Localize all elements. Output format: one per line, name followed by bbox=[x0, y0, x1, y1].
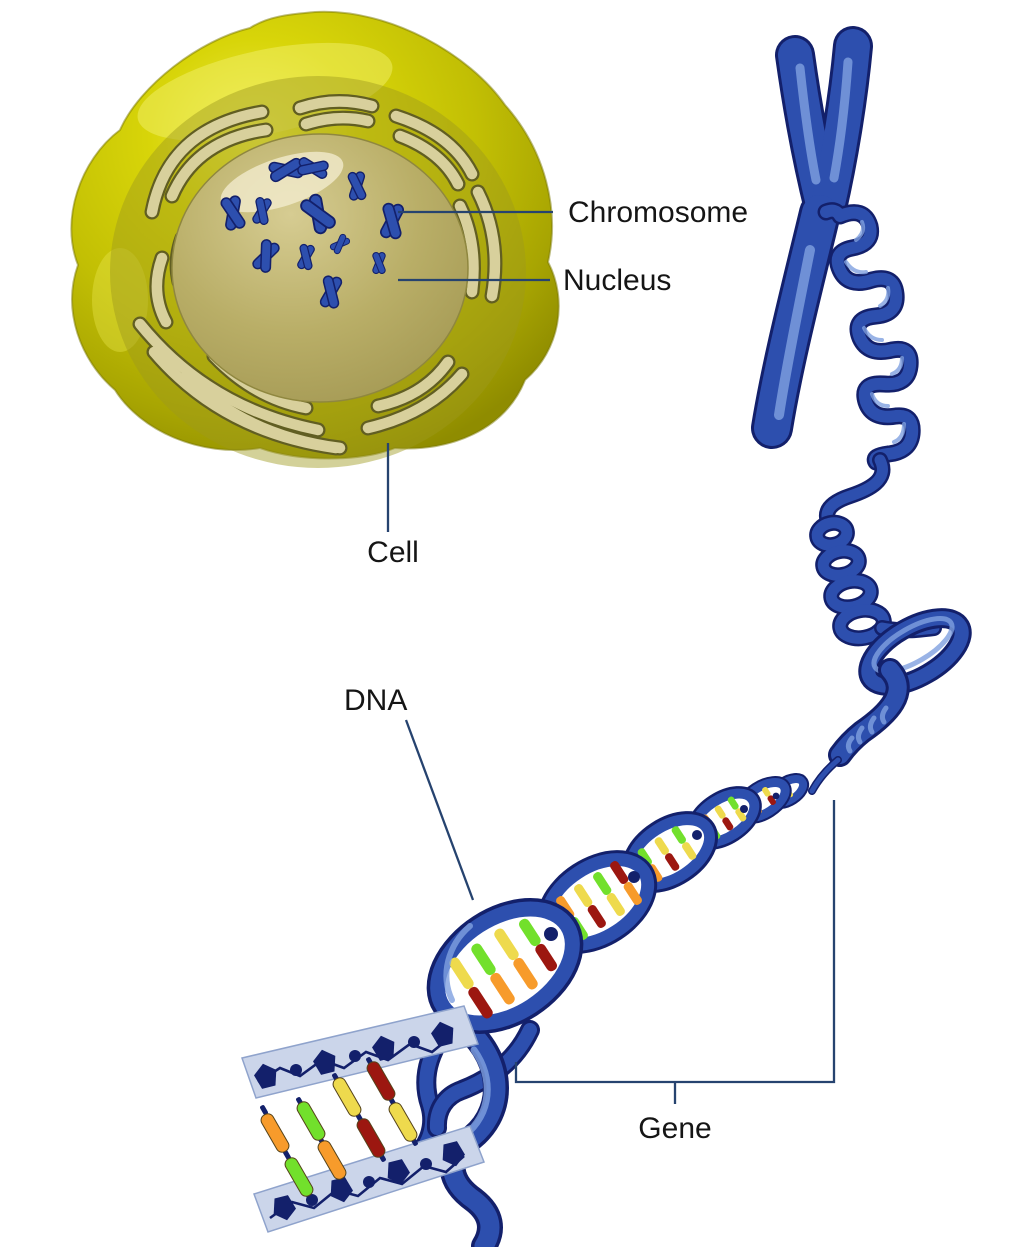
sugar-pentagons bbox=[251, 1018, 468, 1224]
chromatin-fiber-coil bbox=[809, 452, 972, 696]
dna-ladder-closeup bbox=[241, 1005, 485, 1233]
dna-leader-line bbox=[404, 719, 475, 901]
cell-illustration bbox=[70, 10, 560, 468]
chromatin-tangle bbox=[817, 202, 921, 471]
helix-turns bbox=[426, 773, 810, 1034]
large-chromosome bbox=[751, 26, 972, 795]
solenoid-fiber bbox=[808, 658, 910, 795]
dna-helix bbox=[398, 773, 810, 1247]
helix-crossings bbox=[544, 792, 780, 941]
chromosome-label: Chromosome bbox=[568, 196, 748, 229]
backbone-rail-top bbox=[241, 1005, 479, 1099]
gene-label: Gene bbox=[638, 1112, 711, 1145]
dna-label: DNA bbox=[344, 684, 407, 717]
chromosome-arms bbox=[751, 26, 873, 449]
endoplasmic-reticulum bbox=[134, 96, 501, 454]
gene-bracket bbox=[514, 800, 836, 1104]
annotations: Chromosome Nucleus Cell DNA Gene bbox=[344, 196, 836, 1145]
base-pairs bbox=[260, 1057, 418, 1203]
cell-label: Cell bbox=[367, 536, 419, 569]
nucleus-label: Nucleus bbox=[563, 264, 671, 297]
